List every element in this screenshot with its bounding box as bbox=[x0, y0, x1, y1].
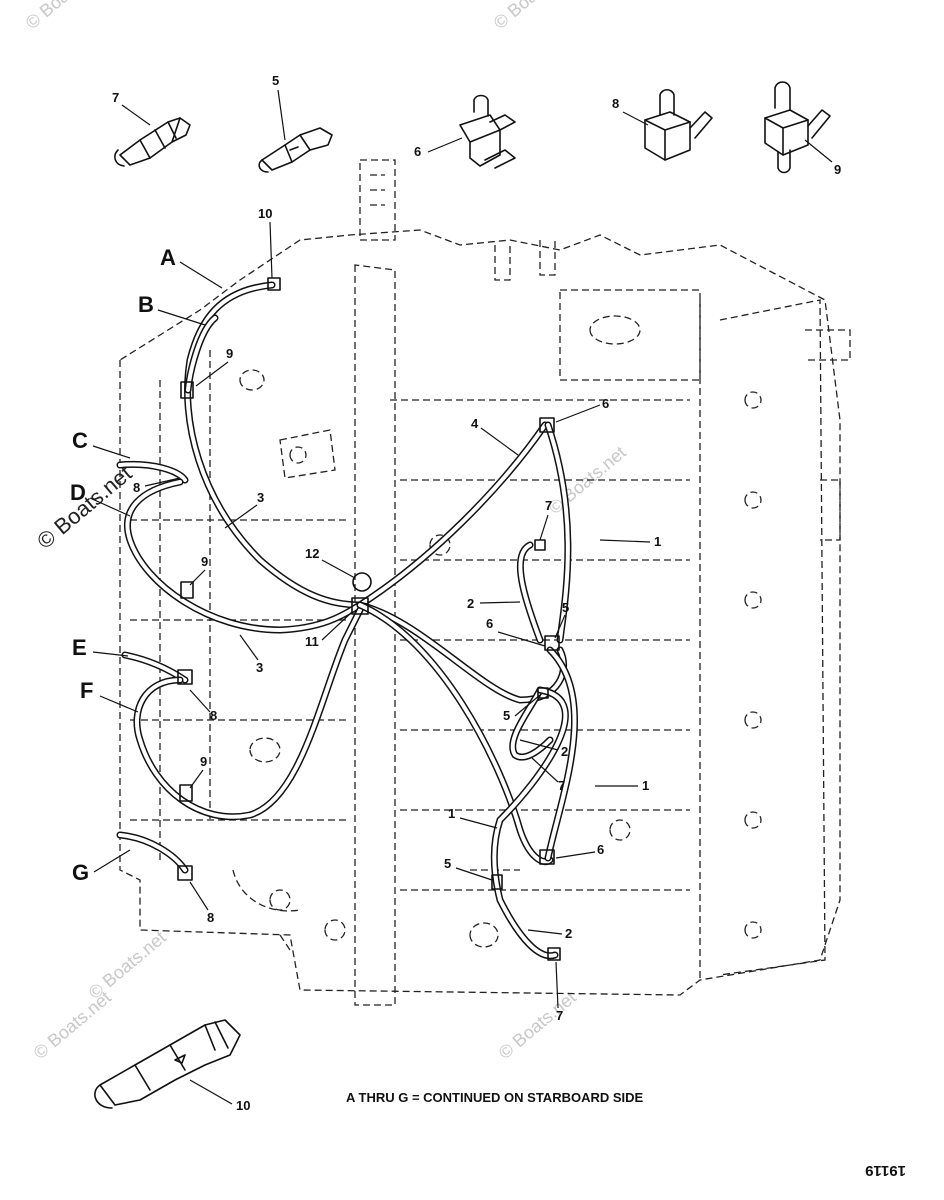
hoses bbox=[116, 281, 579, 960]
callout-fitting-10: 10 bbox=[236, 1098, 250, 1113]
callout-1-b: 1 bbox=[642, 778, 649, 793]
fitting-5-check-valve: 5 bbox=[258, 73, 333, 173]
watermark-bottom-left: © Boats.net bbox=[30, 987, 115, 1063]
callout-2-c: 2 bbox=[565, 926, 572, 941]
watermark-top-center: © Boats.net bbox=[490, 0, 575, 33]
hose-letter-d: D bbox=[70, 480, 86, 505]
hose-letter-f: F bbox=[80, 678, 93, 703]
watermark-top-left: © Boats.net bbox=[22, 0, 107, 33]
callout-fitting-9: 9 bbox=[834, 162, 841, 177]
figure-code: 19119 bbox=[865, 1162, 906, 1179]
fitting-9-tee-elbow: 9 bbox=[764, 81, 841, 177]
watermark-bottom-center: © Boats.net bbox=[495, 987, 580, 1063]
callout-8-b: 8 bbox=[210, 708, 217, 723]
callout-9-b: 9 bbox=[201, 554, 208, 569]
hose-letter-e: E bbox=[72, 635, 87, 660]
callout-5-c: 5 bbox=[444, 856, 451, 871]
callout-8-c: 8 bbox=[207, 910, 214, 925]
callout-7-c: 7 bbox=[556, 1008, 563, 1023]
hose-letter-b: B bbox=[138, 292, 154, 317]
callout-6-b: 6 bbox=[486, 616, 493, 631]
callout-2-b: 2 bbox=[561, 744, 568, 759]
hose-letter-a: A bbox=[160, 245, 176, 270]
callout-5-a: 5 bbox=[562, 600, 569, 615]
callout-1-a: 1 bbox=[654, 534, 661, 549]
callout-1-c: 1 bbox=[448, 806, 455, 821]
callout-10-top: 10 bbox=[258, 206, 272, 221]
callout-9-c: 9 bbox=[200, 754, 207, 769]
hose-fittings bbox=[177, 277, 561, 961]
engine-block bbox=[119, 159, 851, 1006]
callout-3-b: 3 bbox=[256, 660, 263, 675]
callout-7-a: 7 bbox=[545, 498, 552, 513]
callout-4: 4 bbox=[471, 416, 479, 431]
fitting-6-tee: 6 bbox=[414, 94, 516, 169]
callout-fitting-5: 5 bbox=[272, 73, 279, 88]
callout-6-a: 6 bbox=[602, 396, 609, 411]
callout-12: 12 bbox=[305, 546, 319, 561]
hose-letter-c: C bbox=[72, 428, 88, 453]
callout-fitting-7: 7 bbox=[112, 90, 119, 105]
hose-letters: A B C D E F G bbox=[70, 245, 223, 885]
callout-5-b: 5 bbox=[503, 708, 510, 723]
continuation-note: A THRU G = CONTINUED ON STARBOARD SIDE bbox=[346, 1090, 644, 1105]
callout-fitting-8: 8 bbox=[612, 96, 619, 111]
watermarks: © Boats.net © Boats.net © Boats.net © Bo… bbox=[22, 0, 630, 1063]
callout-2-a: 2 bbox=[467, 596, 474, 611]
hose-letter-g: G bbox=[72, 860, 89, 885]
callouts: 10 9 8 3 9 12 11 3 8 9 8 6 4 7 1 2 5 6 bbox=[133, 206, 661, 1023]
callout-7-b: 7 bbox=[558, 778, 565, 793]
fitting-7-straight: 7 bbox=[112, 90, 191, 167]
watermark-dark: © Boats.net bbox=[32, 461, 136, 554]
callout-11: 11 bbox=[305, 634, 319, 649]
callout-8-a: 8 bbox=[133, 480, 140, 495]
callout-fitting-6: 6 bbox=[414, 144, 421, 159]
callout-3-a: 3 bbox=[257, 490, 264, 505]
fitting-8-elbow: 8 bbox=[612, 88, 713, 161]
callout-6-c: 6 bbox=[597, 842, 604, 857]
callout-9-a: 9 bbox=[226, 346, 233, 361]
fitting-10-check-valve: 10 bbox=[94, 1019, 250, 1113]
